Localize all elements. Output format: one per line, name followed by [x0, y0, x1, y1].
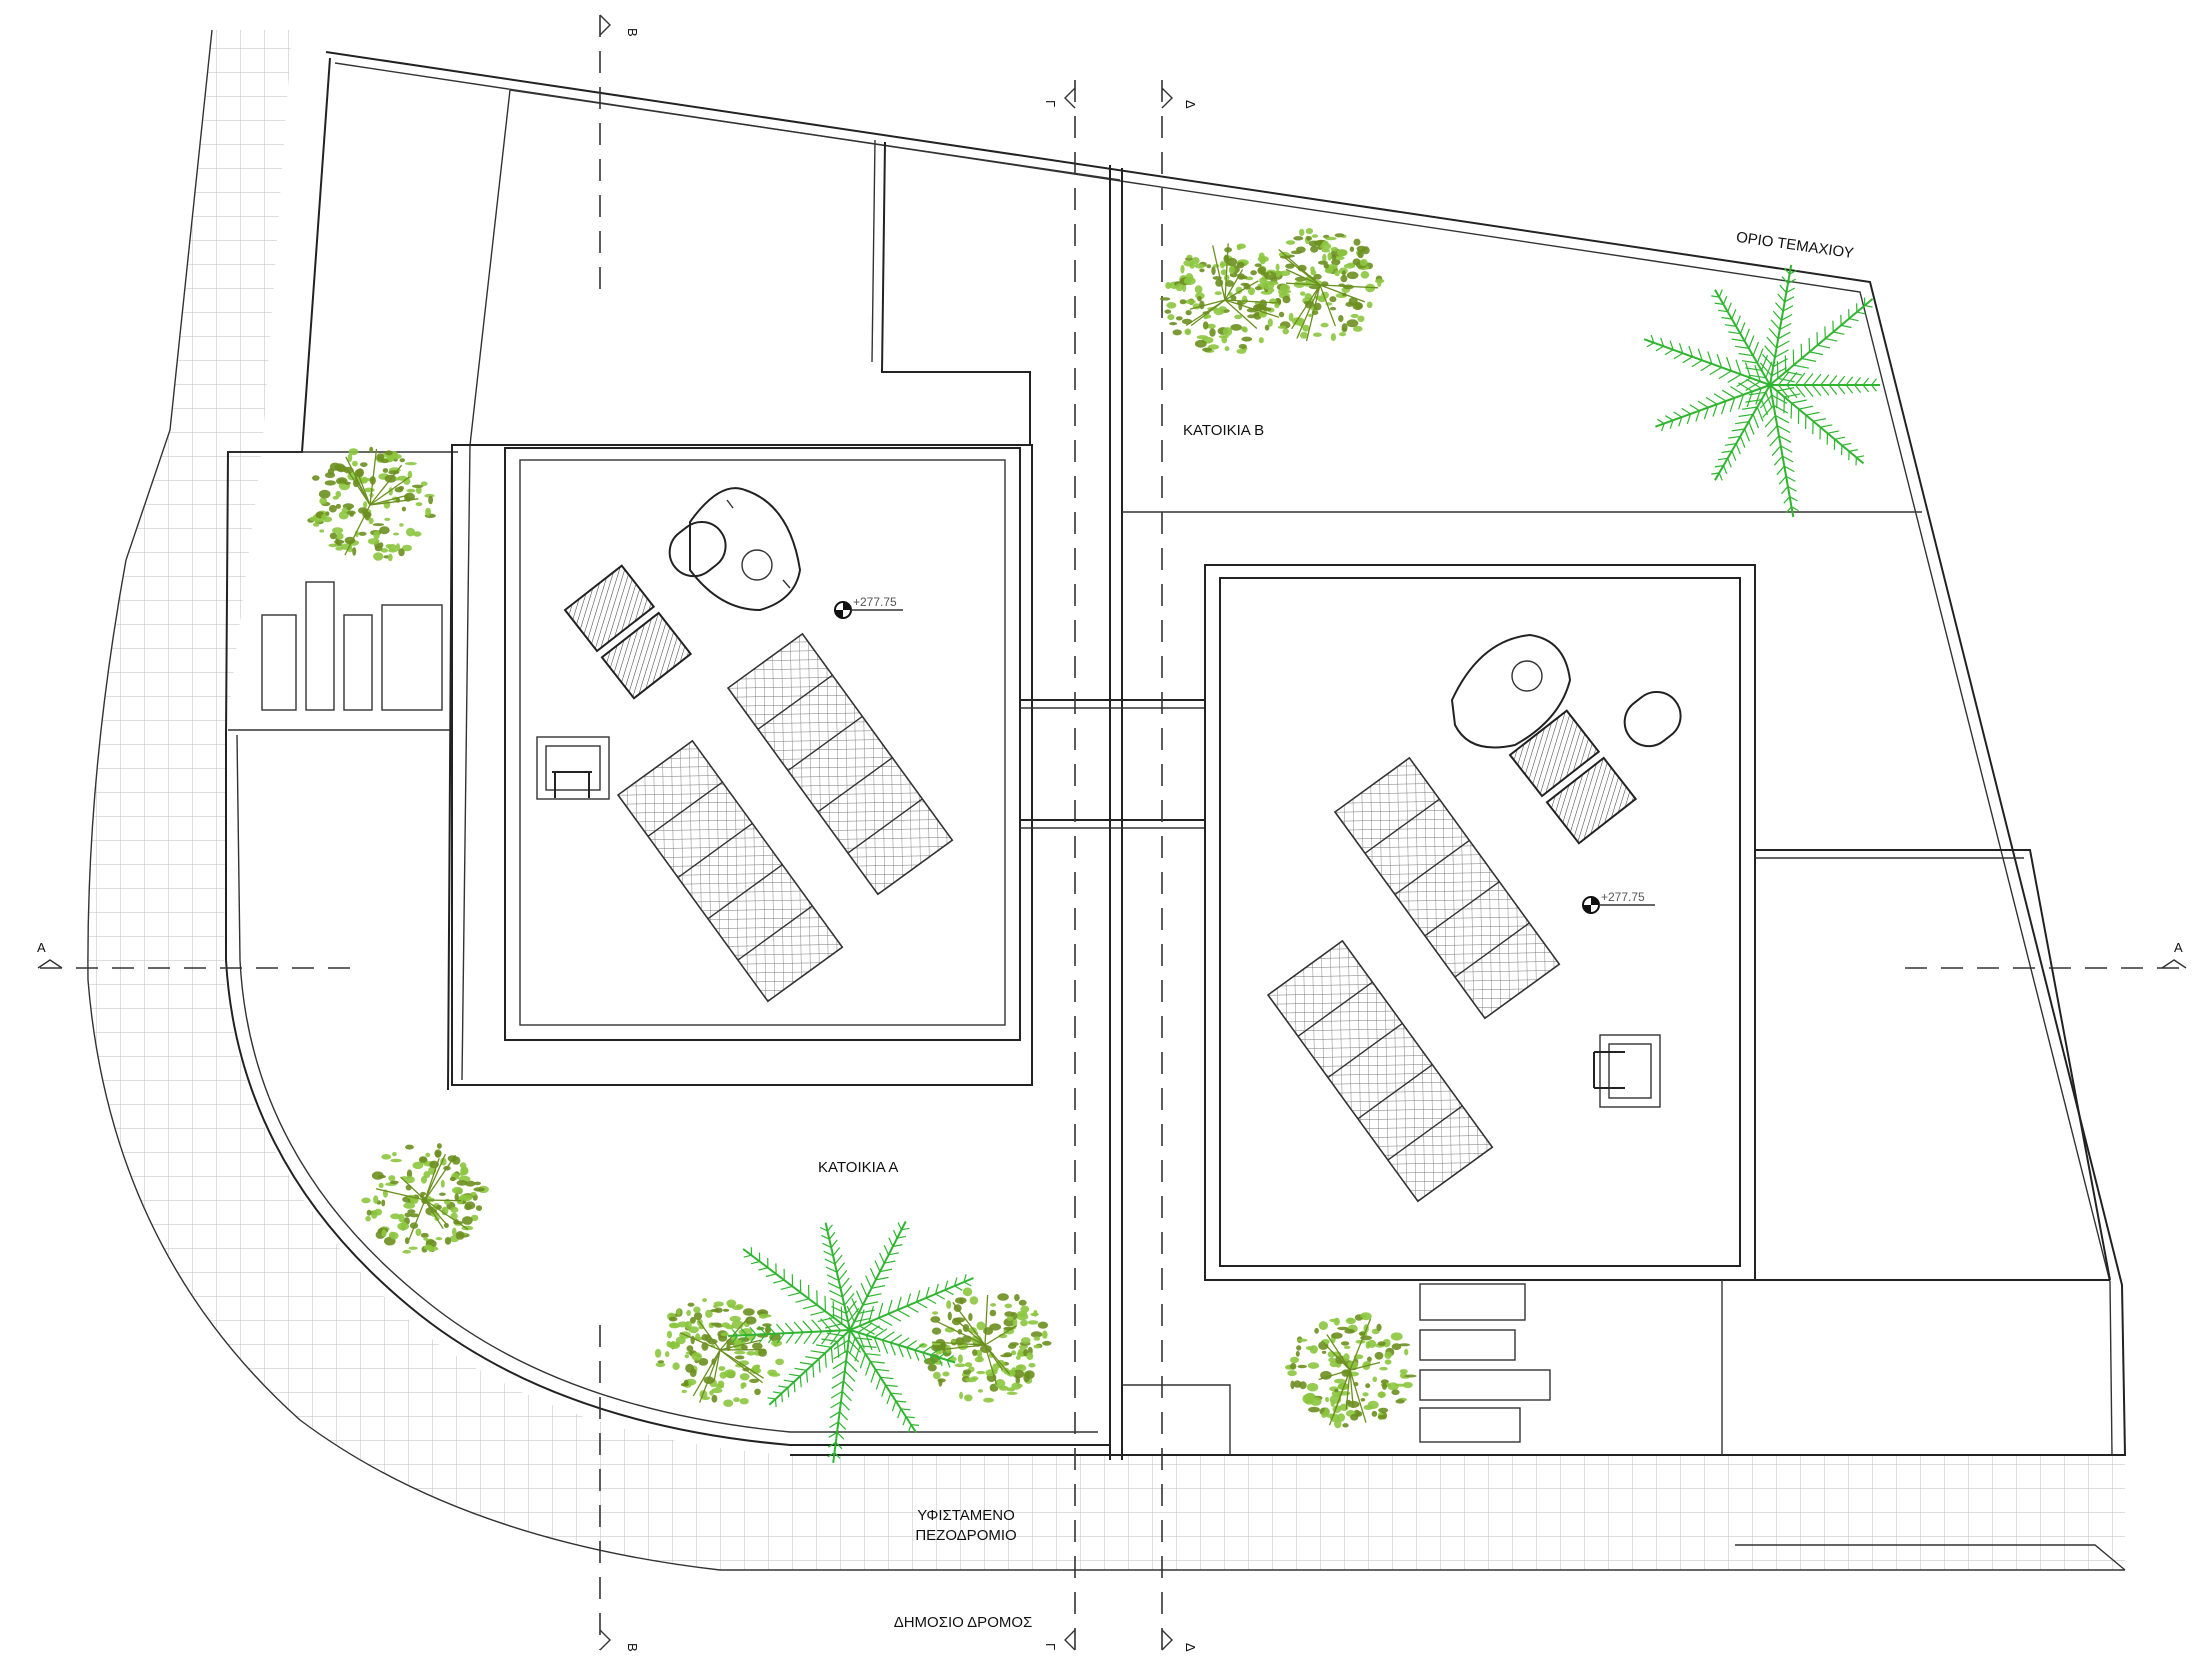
- house-a-label: ΚΑΤΟΙΚΙΑ Α: [818, 1159, 898, 1176]
- plot-boundary: [325, 51, 2127, 1456]
- section-marker-d-top: Δ: [1161, 87, 1198, 109]
- tree-icon: [1284, 1312, 1417, 1429]
- party-wall: [1109, 165, 1922, 1460]
- roof-hatch-a: [536, 736, 610, 800]
- section-marker-a-left: Α: [37, 940, 63, 969]
- house-a-plot: [225, 57, 1121, 1446]
- section-marker-d-bottom: Δ: [1161, 1629, 1198, 1652]
- solar-panel: [616, 739, 844, 1003]
- section-lines: [40, 15, 2180, 1650]
- public-road-label: ΔΗΜΟΣΙΟ ΔΡΟΜΟΣ: [894, 1614, 1033, 1631]
- house-a-roof-parapet: [504, 447, 1021, 1041]
- solar-panel: [726, 632, 954, 896]
- svg-text:Γ: Γ: [1043, 1643, 1058, 1650]
- existing-sidewalk: [87, 29, 2126, 1571]
- solar-panels-a: [616, 632, 954, 1003]
- plot-boundary-label: ΟΡΙΟ ΤΕΜΑΧΙΟΥ: [1735, 229, 1855, 262]
- water-heaters-a: [563, 487, 802, 700]
- solar-panel: [1266, 939, 1494, 1203]
- svg-text:Α: Α: [37, 940, 46, 955]
- tree-icon: [654, 1298, 784, 1407]
- house-b-roof-outer: [1204, 564, 1756, 1281]
- tree-icon: [361, 1143, 489, 1254]
- connecting-bridge: [1020, 699, 1205, 829]
- section-marker-a-right: Α: [2161, 940, 2187, 969]
- house-a-building: [451, 444, 1033, 1086]
- solar-panels-b: [1266, 756, 1561, 1203]
- water-heaters-b: [1450, 633, 1682, 845]
- bin-enclosures: [261, 581, 443, 711]
- tree-icon: [919, 1287, 1052, 1403]
- svg-text:Γ: Γ: [1043, 100, 1058, 107]
- tank-b: [1450, 633, 1572, 749]
- house-b-label: ΚΑΤΟΙΚΙΑ Β: [1183, 422, 1264, 439]
- svg-text:Δ: Δ: [1183, 100, 1198, 109]
- sidewalk-label-line1: ΥΦΙΣΤΑΜΕΝΟ: [917, 1507, 1015, 1524]
- tree-icon: [1159, 243, 1291, 354]
- palm-tree-icon: [728, 1221, 974, 1464]
- house-b-roof-inner: [1219, 577, 1741, 1267]
- svg-text:Β: Β: [625, 28, 640, 37]
- tree-icon: [307, 446, 436, 562]
- house-a-roof-inner: [519, 459, 1006, 1026]
- sidewalk-label-line2: ΠΕΖΟΔΡΟΜΙΟ: [915, 1527, 1016, 1544]
- tree-icon: [1259, 228, 1385, 342]
- svg-text:Β: Β: [625, 1643, 640, 1652]
- palm-trees: [728, 264, 1880, 1464]
- section-marker-b-top: Β: [599, 14, 640, 37]
- palm-tree-icon: [1643, 264, 1880, 518]
- house-a-roof-outer: [451, 444, 1033, 1086]
- trees: [307, 228, 1417, 1429]
- section-marker-b-bottom: Β: [599, 1629, 640, 1652]
- svg-text:Α: Α: [2174, 940, 2183, 955]
- tank-a: [689, 487, 802, 612]
- house-b-plot: [1122, 849, 2111, 1455]
- level-marker-a: +277.75: [834, 595, 903, 619]
- entry-steps: [1419, 1283, 1551, 1443]
- roof-hatch-b: [1593, 1034, 1661, 1108]
- section-marker-g-top: Γ: [1043, 87, 1076, 109]
- level-marker-b: +277.75: [1582, 890, 1655, 914]
- level-value-a: +277.75: [853, 595, 897, 609]
- section-marker-g-bottom: Γ: [1043, 1629, 1076, 1651]
- solar-panel: [1333, 756, 1561, 1020]
- level-value-b: +277.75: [1601, 890, 1645, 904]
- svg-text:Δ: Δ: [1183, 1643, 1198, 1652]
